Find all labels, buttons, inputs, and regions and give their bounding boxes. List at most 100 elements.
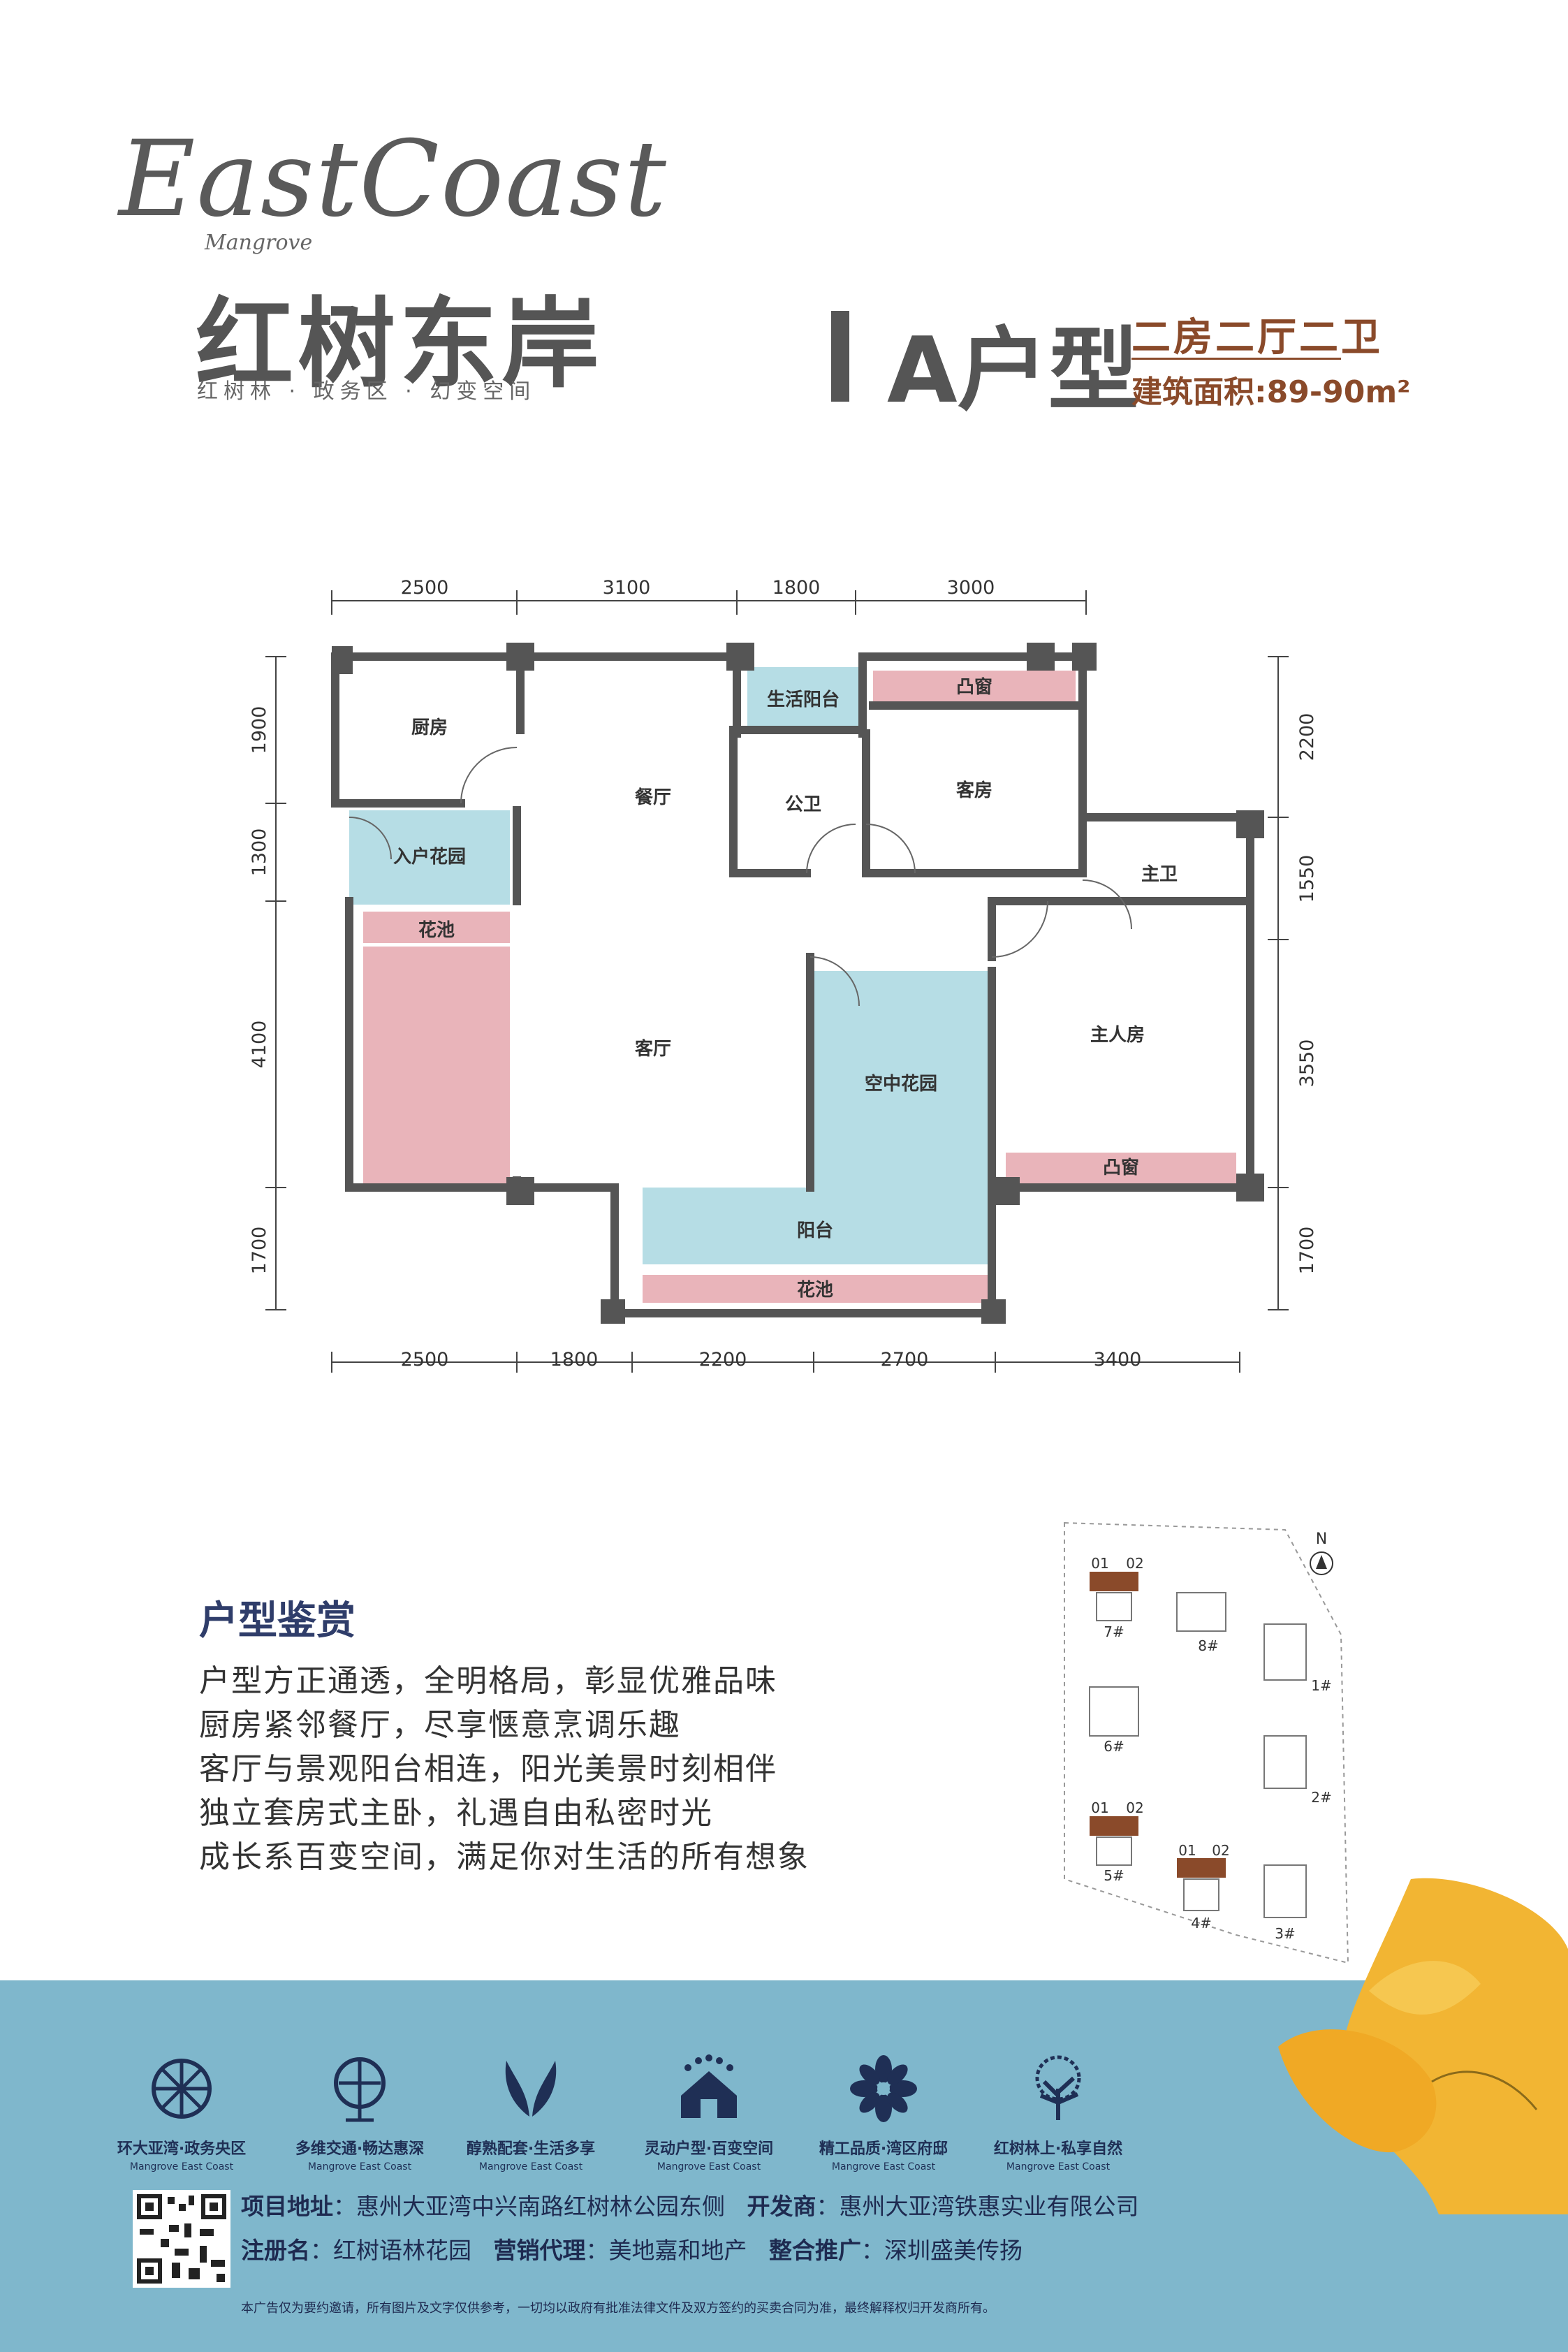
feature-1-label: 环大亚湾·政务央区	[117, 2140, 247, 2158]
site-label-2: 2#	[1311, 1789, 1331, 1806]
site-label-6: 6#	[1104, 1738, 1124, 1755]
footer-line-1: 项目地址：惠州大亚湾中兴南路红树林公园东侧 开发商：惠州大亚湾铁惠实业有限公司	[241, 2188, 1138, 2221]
north-arrow-icon	[1310, 1551, 1333, 1575]
feature-5: 精工品质·湾区府邸 Mangrove East Coast	[800, 2054, 967, 2172]
site-label-01-a: 01	[1091, 1555, 1108, 1572]
room-guest: 客房	[956, 780, 992, 801]
floor-plan: 2500 3100 1800 3000 2500 1800 2200 2700 …	[249, 577, 1318, 1373]
planter-left-zone	[363, 912, 510, 943]
agent-label: 营销代理	[493, 2237, 586, 2264]
developer-value: ：惠州大亚湾铁惠实业有限公司	[816, 2193, 1139, 2220]
qr-code-icon	[133, 2190, 230, 2288]
room-sky-garden: 空中花园	[865, 1073, 937, 1095]
feature-4-sub: Mangrove East Coast	[657, 2161, 761, 2172]
dim-left-1: 1900	[249, 706, 270, 754]
feature-3-sub: Mangrove East Coast	[478, 2161, 583, 2172]
room-planter-bottom: 花池	[797, 1280, 833, 1301]
unit-title: A户型	[887, 317, 1139, 423]
site-label-3: 3#	[1275, 1925, 1295, 1942]
dim-left-3: 4100	[249, 1021, 270, 1069]
service-balcony-zone	[747, 667, 859, 730]
feature-3-label: 醇熟配套·生活多享	[466, 2140, 596, 2158]
balcony-zone	[643, 1188, 988, 1264]
promo-value: ：深圳盛美传扬	[860, 2237, 1023, 2264]
developer-label: 开发商	[747, 2193, 816, 2220]
brand-script-logo: EastCoast	[119, 119, 668, 240]
promo-label: 整合推广	[768, 2237, 861, 2264]
feature-2-label: 多维交通·畅达惠深	[295, 2140, 425, 2158]
room-bay-window-top: 凸窗	[956, 676, 992, 698]
site-label-02-c: 02	[1212, 1842, 1229, 1859]
address-value: ：惠州大亚湾中兴南路红树林公园东侧	[333, 2193, 725, 2220]
planter-bottom-zone	[643, 1275, 988, 1303]
north-label: N	[1316, 1531, 1327, 1548]
feature-6-sub: Mangrove East Coast	[1006, 2161, 1111, 2172]
site-label-4: 4#	[1191, 1915, 1211, 1931]
tree-icon	[1035, 2055, 1081, 2120]
room-planter-left: 花池	[418, 920, 455, 941]
appreciation-title: 户型鉴赏	[199, 1598, 356, 1644]
feature-6-label: 红树林上·私享自然	[993, 2140, 1123, 2158]
feature-6: 红树林上·私享自然 Mangrove East Coast	[974, 2054, 1142, 2172]
brand-script-sub: Mangrove	[205, 231, 313, 255]
dim-bottom-4: 2700	[881, 1349, 929, 1371]
brand-name: 红树东岸	[196, 288, 604, 402]
feature-1-sub: Mangrove East Coast	[129, 2161, 234, 2172]
left-pink-zone	[363, 947, 510, 1184]
appreciation-line-3: 客厅与景观阳台相连，阳光美景时刻相伴	[199, 1751, 777, 1787]
feature-2-sub: Mangrove East Coast	[307, 2161, 412, 2172]
site-label-8: 8#	[1198, 1637, 1218, 1654]
feature-4-label: 灵动户型·百变空间	[644, 2140, 774, 2158]
dim-top-2: 3100	[603, 577, 651, 599]
site-label-02-a: 02	[1126, 1555, 1143, 1572]
tree-globe-icon	[334, 2057, 386, 2122]
site-label-01-c: 01	[1178, 1842, 1196, 1859]
appreciation-line-5: 成长系百变空间，满足你对生活的所有想象	[199, 1839, 809, 1875]
room-kitchen: 厨房	[411, 717, 448, 738]
room-master-bath: 主卫	[1141, 864, 1178, 885]
radial-icon	[152, 2059, 212, 2119]
dim-left-4: 1700	[249, 1227, 270, 1275]
feature-2: 多维交通·畅达惠深 Mangrove East Coast	[276, 2054, 444, 2172]
dim-top-4: 3000	[947, 577, 995, 599]
unit-rooms: 二房二厅二卫	[1131, 315, 1383, 360]
dim-bottom-1: 2500	[401, 1349, 449, 1371]
dim-left-2: 1300	[249, 828, 270, 877]
dim-right-4: 1700	[1296, 1227, 1318, 1275]
bay-window-top-zone	[873, 671, 1076, 702]
feature-4: 灵动户型·百变空间 Mangrove East Coast	[625, 2054, 793, 2172]
dim-right-1: 2200	[1296, 713, 1318, 761]
footer-line-2: 注册名：红树语林花园 营销代理：美地嘉和地产 整合推广：深圳盛美传扬	[241, 2232, 1023, 2265]
feature-1: 环大亚湾·政务央区 Mangrove East Coast	[98, 2054, 265, 2172]
reg-label: 注册名	[241, 2237, 310, 2264]
dim-bottom-3: 2200	[699, 1349, 747, 1371]
dim-right-3: 3550	[1296, 1039, 1318, 1088]
appreciation-line-2: 厨房紧邻餐厅，尽享惬意烹调乐趣	[199, 1707, 681, 1743]
unit-area: 建筑面积:89-90m²	[1131, 374, 1411, 410]
appreciation-line-4: 独立套房式主卧，礼遇自由私密时光	[199, 1795, 713, 1831]
room-living: 客厅	[635, 1038, 671, 1060]
unit-title-rule	[1131, 358, 1341, 360]
room-master-bedroom: 主人房	[1090, 1025, 1145, 1046]
house-stars-icon	[681, 2054, 737, 2118]
site-label-02-b: 02	[1126, 1799, 1143, 1816]
room-dining: 餐厅	[635, 787, 671, 808]
site-plan: N 01 02 7# 8# 1# 6# 2# 01 02 5# 01 02 4#…	[1064, 1521, 1349, 1963]
feature-3: 醇熟配套·生活多享 Mangrove East Coast	[447, 2054, 615, 2172]
dim-bottom-5: 3400	[1094, 1349, 1142, 1371]
dim-top-1: 2500	[401, 577, 449, 599]
dim-bottom-2: 1800	[550, 1349, 599, 1371]
lily-flower-icon	[1278, 1878, 1568, 2214]
room-entry-garden: 入户花园	[393, 846, 466, 868]
dim-top-3: 1800	[772, 577, 821, 599]
room-bay-window-bottom: 凸窗	[1103, 1157, 1139, 1178]
agent-value: ：美地嘉和地产	[585, 2237, 747, 2264]
dim-right-2: 1550	[1296, 855, 1318, 903]
room-balcony: 阳台	[797, 1220, 833, 1241]
appreciation-line-1: 户型方正通透，全明格局，彰显优雅品味	[199, 1663, 777, 1699]
site-label-1: 1#	[1311, 1677, 1331, 1694]
address-label: 项目地址	[241, 2193, 333, 2220]
reg-value: ：红树语林花园	[310, 2237, 471, 2264]
brand-slogan: 红树林 · 政务区 · 幻变空间	[197, 379, 536, 404]
room-service-balcony: 生活阳台	[767, 689, 840, 710]
